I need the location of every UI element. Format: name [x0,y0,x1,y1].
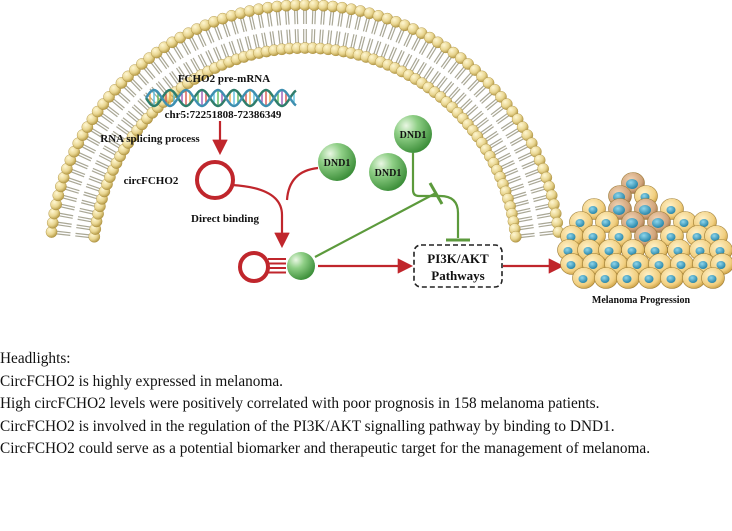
dnd1-to-complex-arrow [285,166,319,201]
dnd1-protein-sphere: DND1 [394,115,432,153]
circ-label: circFCHO2 [124,175,179,187]
binding-path-arrow [231,183,290,249]
pi3k-akt-pathway-box: PI3K/AKT Pathways [413,244,503,288]
locus-label: chr5:72251808-72386349 [165,109,282,121]
headlight-item: High circFCHO2 levels were positively co… [0,395,600,413]
melanoma-tumor-cluster-icon [557,172,732,289]
circfcho2-dnd1-complex [238,251,315,283]
svg-text:DND1: DND1 [324,158,351,169]
cell-membrane-bilayer [45,0,565,243]
pathway-label-line1: PI3K/AKT [427,251,489,266]
outcome-label: Melanoma Progression [592,295,691,306]
dnd1-protein-sphere: DND1 [318,143,356,181]
binding-label: Direct binding [191,213,259,225]
circfcho2-mechanism-diagram: FCHO2 pre-mRNA chr5:72251808-72386349 RN… [45,0,732,306]
dna-helix-icon [144,88,297,108]
complex-inhibition-line [314,192,437,258]
pre-mrna-label: FCHO2 pre-mRNA [178,73,270,85]
inhibition-bar [428,182,444,205]
circfcho2-circle-icon [195,160,235,200]
dnd1-protein-sphere: DND1 [369,153,407,191]
headlight-item: CircFCHO2 is involved in the regulation … [0,417,615,435]
svg-text:DND1: DND1 [375,168,402,179]
dnd1-inhibition-line [411,153,460,238]
headlights-section: Headlights: CircFCHO2 is highly expresse… [0,348,732,461]
splicing-label: RNA splicing process [100,133,200,145]
headlights-title: Headlights: [0,350,71,367]
headlight-item: CircFCHO2 is highly expressed in melanom… [0,372,283,390]
pathway-label-line2: Pathways [431,268,484,283]
headlight-item: CircFCHO2 could serve as a potential bio… [0,440,651,458]
svg-text:DND1: DND1 [400,130,427,141]
